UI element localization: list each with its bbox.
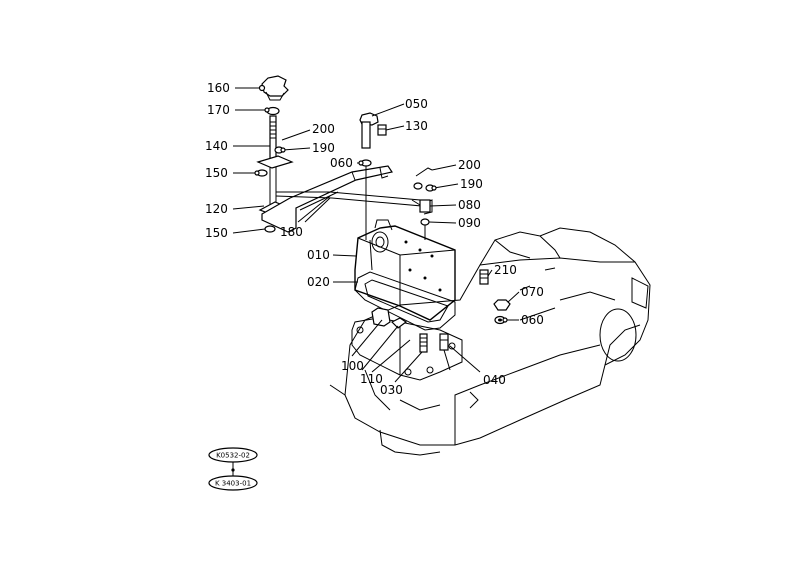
callout-020: 020	[307, 275, 330, 289]
callout-150-upper: 150	[205, 166, 228, 180]
leader-lines	[232, 87, 520, 383]
reference-code-top: K0532-02	[216, 452, 250, 460]
gasket-020	[354, 271, 456, 331]
callout-190-right: 190	[460, 177, 483, 191]
callout-070: 070	[521, 285, 544, 299]
callout-060-upper: 060	[330, 156, 353, 170]
callout-labels: 160 170 140 150 120 150 200 190 180 050 …	[205, 81, 544, 397]
reference-code-bottom: K 3403-01	[215, 480, 251, 488]
lower-parts-group	[371, 307, 449, 353]
bolt-050-group	[359, 112, 387, 240]
callout-180: 180	[280, 225, 303, 239]
callout-210: 210	[494, 263, 517, 277]
callout-200-right: 200	[458, 158, 481, 172]
callout-150-lower: 150	[205, 226, 228, 240]
lever-rod-assembly	[261, 165, 433, 233]
reference-codes: K0532-02 K 3403-01	[208, 447, 258, 491]
right-pin-group	[413, 167, 435, 240]
callout-110: 110	[360, 372, 383, 386]
callout-010: 010	[307, 248, 330, 262]
callout-100: 100	[341, 359, 364, 373]
callout-140: 140	[205, 139, 228, 153]
callout-120: 120	[205, 202, 228, 216]
callout-030: 030	[380, 383, 403, 397]
stud-nut-group	[479, 269, 511, 325]
callout-060-lower: 060	[521, 313, 544, 327]
callout-090: 090	[458, 216, 481, 230]
callout-160: 160	[207, 81, 230, 95]
callout-170: 170	[207, 103, 230, 117]
callout-040: 040	[483, 373, 506, 387]
callout-050: 050	[405, 97, 428, 111]
callout-circles	[254, 84, 508, 323]
callout-080: 080	[458, 198, 481, 212]
callout-190-left: 190	[312, 141, 335, 155]
housing-010	[354, 219, 456, 321]
callout-200-left: 200	[312, 122, 335, 136]
callout-130: 130	[405, 119, 428, 133]
engine-block	[329, 227, 651, 456]
